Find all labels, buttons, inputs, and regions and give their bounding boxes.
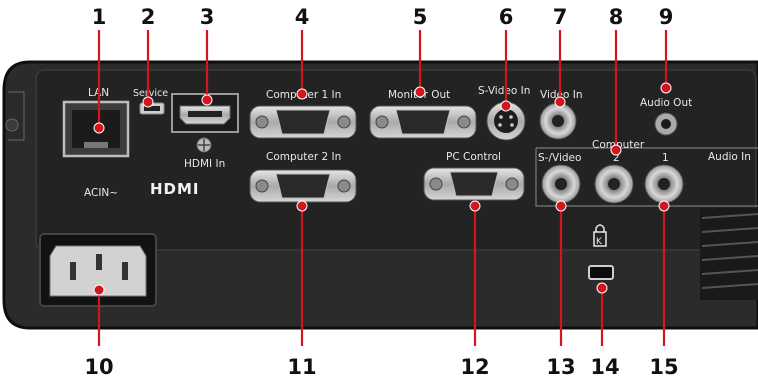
svg-text:K: K	[596, 237, 603, 247]
kensington-lock-icon: K	[593, 224, 607, 247]
s-video-in-label: S-Video In	[478, 85, 530, 97]
callout-6: 6	[499, 5, 514, 29]
monitor-out-port	[369, 105, 477, 139]
callout-lines	[97, 30, 668, 346]
callout-1: 1	[92, 5, 107, 29]
hdmi-screw-icon	[196, 137, 212, 153]
callout-4: 4	[295, 5, 310, 29]
computer-2-in-label: Computer 2 In	[266, 151, 341, 163]
computer-1-in-port	[249, 105, 357, 139]
s-video-audio-label: S-/Video	[538, 152, 581, 164]
video-in-label: Video In	[540, 89, 583, 101]
security-slot	[588, 265, 614, 280]
audio-out-label: Audio Out	[640, 97, 692, 109]
hdmi-logo: HDMI	[150, 180, 200, 198]
audio-in-2-jack	[594, 164, 634, 204]
callout-14: 14	[590, 355, 619, 379]
s-video-in-port	[486, 101, 526, 141]
pc-control-label: PC Control	[446, 151, 501, 163]
callout-12: 12	[460, 355, 489, 379]
computer-audio-label: Computer	[592, 139, 645, 151]
callout-10: 10	[84, 355, 113, 379]
callout-8: 8	[609, 5, 624, 29]
pc-control-port	[423, 167, 525, 201]
audio-in-1-label: 1	[662, 152, 669, 164]
audio-in-s-video-jack	[541, 164, 581, 204]
video-in-port	[539, 102, 577, 140]
ac-power-inlet	[39, 233, 157, 307]
callout-15: 15	[649, 355, 678, 379]
computer-2-in-port	[249, 169, 357, 203]
callout-9: 9	[659, 5, 674, 29]
callout-numbers: 1 2 3 4 5 6 7 8 9 10 11 12 13 14 15	[84, 5, 678, 379]
audio-in-2-label: 2	[613, 152, 620, 164]
callout-2: 2	[141, 5, 156, 29]
audio-in-label: Audio In	[708, 151, 751, 163]
acin-label: ACIN~	[84, 187, 118, 199]
callout-dots	[93, 82, 672, 296]
service-label: Service	[133, 88, 168, 99]
callout-7: 7	[553, 5, 568, 29]
callout-13: 13	[546, 355, 575, 379]
audio-in-1-jack	[644, 164, 684, 204]
callout-11: 11	[287, 355, 316, 379]
hdmi-in-label: HDMI In	[184, 158, 225, 170]
callout-5: 5	[413, 5, 428, 29]
callout-3: 3	[200, 5, 215, 29]
audio-out-port	[654, 112, 678, 136]
